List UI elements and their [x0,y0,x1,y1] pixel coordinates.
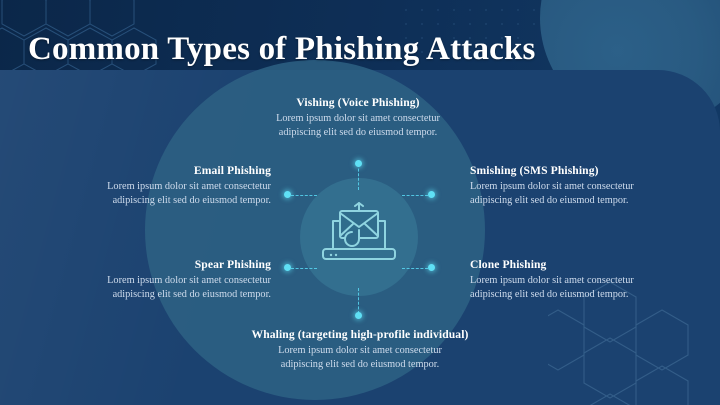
connector-right-upper [402,195,428,196]
item-clone-phishing: Clone Phishing Lorem ipsum dolor sit ame… [470,258,710,301]
item-spear-phishing-heading: Spear Phishing [194,258,271,271]
item-spear-phishing-body: Lorem ipsum dolor sit amet consectetur a… [107,275,271,300]
item-smishing: Smishing (SMS Phishing) Lorem ipsum dolo… [470,164,710,207]
item-vishing-heading: Vishing (Voice Phishing) [296,96,420,109]
item-email-phishing-body: Lorem ipsum dolor sit amet consectetur a… [107,181,271,206]
page-title: Common Types of Phishing Attacks [28,31,536,67]
connector-left-lower [291,268,317,269]
connector-top [358,164,359,190]
item-spear-phishing: Spear Phishing Lorem ipsum dolor sit ame… [20,258,271,301]
item-clone-phishing-body: Lorem ipsum dolor sit amet consectetur a… [470,275,634,300]
item-vishing-body: Lorem ipsum dolor sit amet consectetur a… [276,113,440,138]
connector-right-lower [402,268,428,269]
item-email-phishing-heading: Email Phishing [193,164,271,177]
item-smishing-heading: Smishing (SMS Phishing) [470,164,599,177]
connector-dot-right-lower [428,264,435,271]
item-whaling-body: Lorem ipsum dolor sit amet consectetur a… [278,345,442,370]
connector-left-upper [291,195,317,196]
laptop-envelope-phishing-hook-icon [322,202,396,260]
item-whaling-heading: Whaling (targeting high-profile individu… [251,328,469,341]
connector-dot-left-lower [284,264,291,271]
connector-bottom [358,288,359,314]
item-clone-phishing-heading: Clone Phishing [470,258,547,271]
item-email-phishing: Email Phishing Lorem ipsum dolor sit ame… [20,164,271,207]
item-smishing-body: Lorem ipsum dolor sit amet consectetur a… [470,181,634,206]
item-vishing: Vishing (Voice Phishing) Lorem ipsum dol… [208,96,508,139]
connector-dot-bottom [355,312,362,319]
item-whaling: Whaling (targeting high-profile individu… [185,328,535,371]
connector-dot-right-upper [428,191,435,198]
connector-dot-top [355,160,362,167]
connector-dot-left-upper [284,191,291,198]
